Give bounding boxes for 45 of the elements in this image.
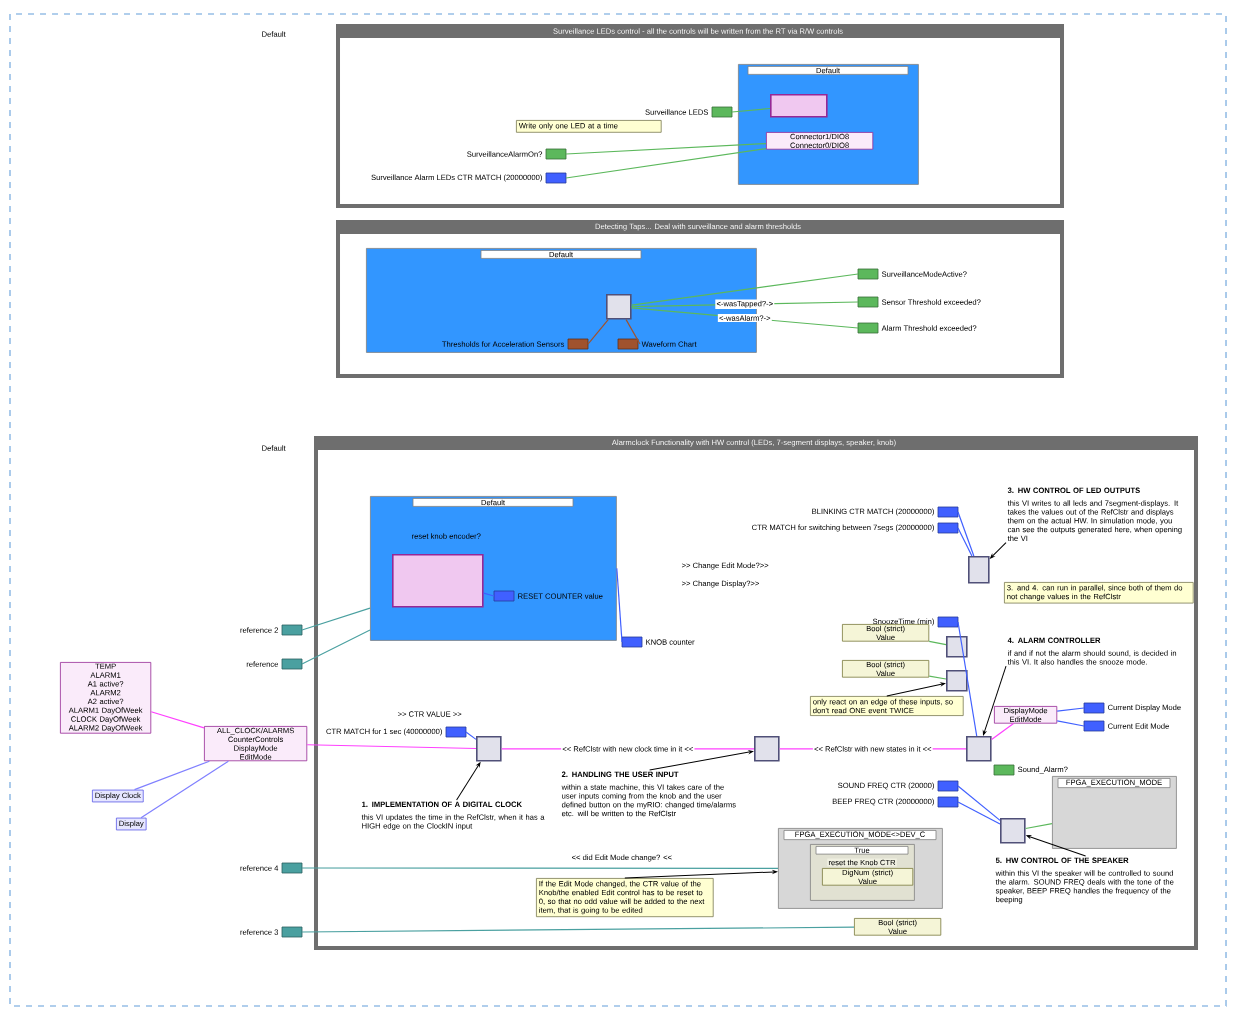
- subvi-icon: [1000, 818, 1026, 844]
- wire: [565, 143, 767, 155]
- wire: [1056, 720, 1085, 727]
- wire: [957, 801, 1001, 825]
- wire: [991, 723, 1015, 741]
- wire: [631, 273, 859, 306]
- wire: [625, 319, 641, 345]
- wire: [306, 744, 477, 750]
- subvi-icon: [754, 736, 780, 762]
- wire: [957, 621, 978, 737]
- wire: [133, 760, 210, 791]
- cluster-box: [770, 94, 828, 118]
- leader-line: [649, 750, 754, 771]
- wire: [301, 629, 371, 665]
- wire: [483, 592, 495, 597]
- wire: [465, 731, 477, 740]
- wire: [140, 760, 229, 819]
- subvi-icon: [946, 636, 968, 658]
- subvi-icon: [966, 736, 992, 762]
- subvi-icon: [968, 556, 990, 584]
- wire: [731, 107, 771, 113]
- leader-line: [1026, 835, 1087, 857]
- leader-line: [456, 762, 481, 801]
- wire: [616, 567, 623, 643]
- wire: [928, 640, 947, 646]
- wire: [1056, 707, 1085, 712]
- subvi-icon: [606, 294, 632, 320]
- wire: [1025, 823, 1053, 830]
- wire: [301, 926, 855, 933]
- wire: [957, 511, 975, 557]
- wire: [957, 527, 973, 557]
- wire: [587, 319, 609, 345]
- leader-line: [886, 682, 946, 697]
- wire: [150, 711, 205, 729]
- leader-line: [624, 870, 778, 879]
- leader-line: [982, 665, 1007, 736]
- subvi-icon: [946, 670, 968, 692]
- subvi-icon: [476, 736, 502, 762]
- wire: [928, 675, 947, 680]
- wire: [301, 607, 371, 631]
- wire: [957, 785, 1001, 821]
- wire: [565, 148, 767, 179]
- wire: [301, 867, 779, 869]
- cluster-box: [392, 554, 484, 608]
- leader-line: [990, 542, 1007, 559]
